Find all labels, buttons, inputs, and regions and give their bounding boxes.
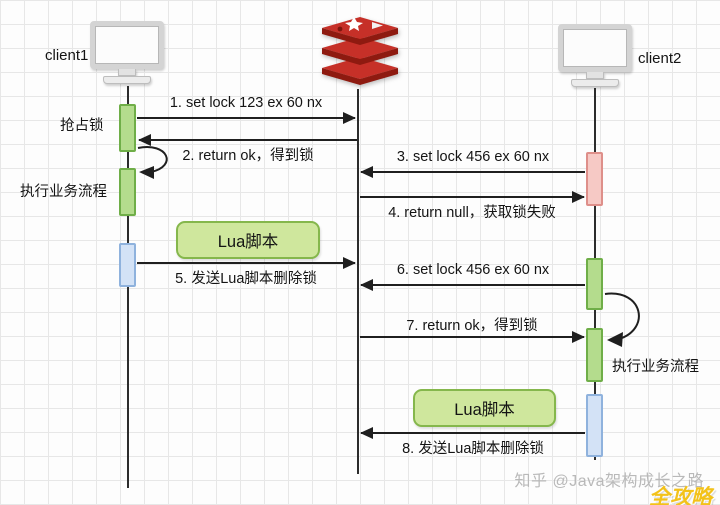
self-loop-arrow-client2 bbox=[604, 292, 640, 347]
lua-script-label: Lua脚本 bbox=[217, 233, 279, 251]
message-arrow-6 bbox=[360, 279, 585, 291]
message-label-8: 8. 发送Lua脚本删除锁 bbox=[402, 441, 544, 457]
arrowhead-right-icon bbox=[572, 331, 585, 343]
arrowhead-right-icon bbox=[343, 257, 356, 269]
activation-client1-business-flow bbox=[119, 168, 136, 216]
message-label-4: 4. return null，获取锁失败 bbox=[388, 205, 556, 221]
monitor-base bbox=[103, 76, 151, 84]
activation-client2-delete-lock bbox=[586, 394, 603, 457]
activation-client2-business-flow bbox=[586, 328, 603, 382]
self-loop-arrow-client1 bbox=[137, 146, 168, 179]
participant-label-client1: client1 bbox=[45, 47, 89, 64]
client2-computer-icon bbox=[558, 24, 632, 87]
activation-client1-grab-lock bbox=[119, 104, 136, 152]
message-arrow-1 bbox=[137, 112, 356, 124]
arrowhead-left-icon bbox=[360, 427, 373, 439]
message-label-5: 5. 发送Lua脚本删除锁 bbox=[175, 271, 317, 287]
message-arrow-5 bbox=[137, 257, 356, 269]
monitor-screen bbox=[90, 21, 164, 69]
lifeline-redis bbox=[357, 89, 359, 474]
lua-script-label: Lua脚本 bbox=[454, 401, 515, 419]
message-arrow-7 bbox=[360, 331, 585, 343]
activation-client2-lock-failed bbox=[586, 152, 603, 206]
message-arrow-4 bbox=[360, 191, 585, 203]
monitor-base bbox=[571, 79, 619, 87]
arrowhead-left-icon bbox=[138, 134, 151, 146]
lua-script-note-1: Lua脚本 bbox=[176, 221, 320, 259]
redis-database-icon bbox=[322, 17, 398, 85]
message-label-7: 7. return ok，得到锁 bbox=[406, 318, 538, 334]
arrowhead-left-icon bbox=[360, 166, 373, 178]
participant-label-client2: client2 bbox=[638, 50, 682, 67]
activation-client1-delete-lock bbox=[119, 243, 136, 287]
label-grab-lock: 抢占锁 bbox=[60, 118, 104, 134]
arrowhead-left-icon bbox=[360, 279, 373, 291]
lifeline-client1 bbox=[127, 86, 129, 488]
message-arrow-8 bbox=[360, 427, 585, 439]
message-arrow-2 bbox=[138, 134, 357, 146]
monitor-stand bbox=[586, 72, 604, 79]
message-label-2: 2. return ok，得到锁 bbox=[182, 148, 314, 164]
watermark-badge: 全攻略 bbox=[649, 486, 712, 505]
message-label-6: 6. set lock 456 ex 60 nx bbox=[396, 262, 550, 278]
message-label-3: 3. set lock 456 ex 60 nx bbox=[396, 149, 550, 165]
arrowhead-right-icon bbox=[572, 191, 585, 203]
label-exec-business-flow-right: 执行业务流程 bbox=[612, 359, 699, 375]
monitor-screen bbox=[558, 24, 632, 72]
lua-script-note-2: Lua脚本 bbox=[413, 389, 556, 427]
watermark-credit: 知乎 @Java架构成长之路 bbox=[514, 473, 704, 490]
label-exec-business-flow-left: 执行业务流程 bbox=[20, 184, 107, 200]
monitor-stand bbox=[118, 69, 136, 76]
activation-client2-grab-lock bbox=[586, 258, 603, 310]
arrowhead-right-icon bbox=[343, 112, 356, 124]
message-arrow-3 bbox=[360, 166, 585, 178]
message-label-1: 1. set lock 123 ex 60 nx bbox=[169, 95, 323, 111]
client1-computer-icon bbox=[90, 21, 164, 84]
